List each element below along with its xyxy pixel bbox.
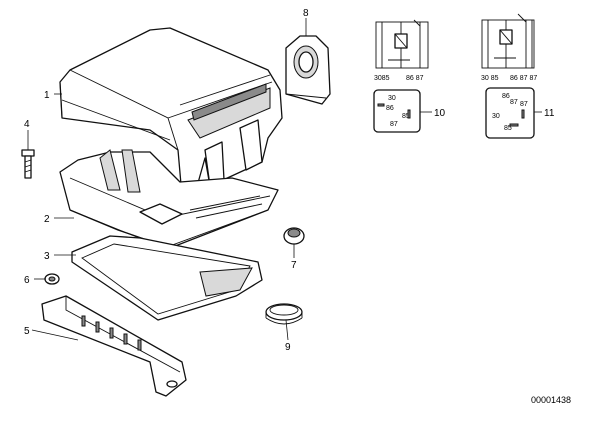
part-nut xyxy=(44,273,60,285)
relay-a-socket-pin-3: 85 xyxy=(402,113,410,120)
callout-11: 11 xyxy=(544,108,555,119)
bracket-slots xyxy=(81,315,142,351)
relay-a-socket-pin-1: 30 xyxy=(388,95,396,102)
relay-b-pins-left: 30 85 xyxy=(481,75,499,82)
relay-b-socket: 86 87 87 30 85 xyxy=(485,87,535,139)
reference-number: 00001438 xyxy=(531,395,571,405)
relay-b-socket-pin-4: 30 xyxy=(492,113,500,120)
relay-b-socket-pin-3: 87 xyxy=(520,101,528,108)
relay-a-socket-pin-4: 87 xyxy=(390,121,398,128)
part-grommet xyxy=(283,227,305,245)
callout-2: 2 xyxy=(44,214,50,225)
callout-7: 7 xyxy=(291,260,297,271)
relay-b-socket-pin-5: 85 xyxy=(504,125,512,132)
callout-5: 5 xyxy=(24,326,30,337)
relay-a-schematic: 3085 86 87 xyxy=(374,19,429,82)
relay-b-socket-pin-1: 86 xyxy=(502,93,510,100)
callout-numbers: 1 2 3 4 5 6 7 8 9 10 11 xyxy=(24,8,555,353)
callout-3: 3 xyxy=(44,251,50,262)
callout-10: 10 xyxy=(434,108,446,119)
part-gasket xyxy=(71,235,263,321)
callout-1: 1 xyxy=(44,90,50,101)
part-cover xyxy=(59,27,283,197)
callout-6: 6 xyxy=(24,275,30,286)
part-ring xyxy=(265,303,303,325)
callout-8: 8 xyxy=(303,8,309,19)
part-screw xyxy=(21,149,35,179)
callout-4: 4 xyxy=(24,119,30,130)
relay-b-socket-pin-2: 87 xyxy=(510,99,518,106)
part-bracket xyxy=(41,295,187,397)
callout-9: 9 xyxy=(285,342,291,353)
leader-lines xyxy=(27,18,542,341)
relay-a-socket: 30 86 85 87 xyxy=(373,89,421,133)
part-base-tray xyxy=(59,149,279,249)
relay-a-socket-pin-2: 86 xyxy=(386,105,394,112)
relay-a-pins-right: 86 87 xyxy=(406,75,424,82)
relay-b-schematic: 30 85 86 87 87 xyxy=(481,13,537,82)
relay-b-pins-right: 86 87 87 xyxy=(510,75,537,82)
part-holder xyxy=(285,35,331,105)
relay-a-pins-left: 3085 xyxy=(374,75,390,82)
